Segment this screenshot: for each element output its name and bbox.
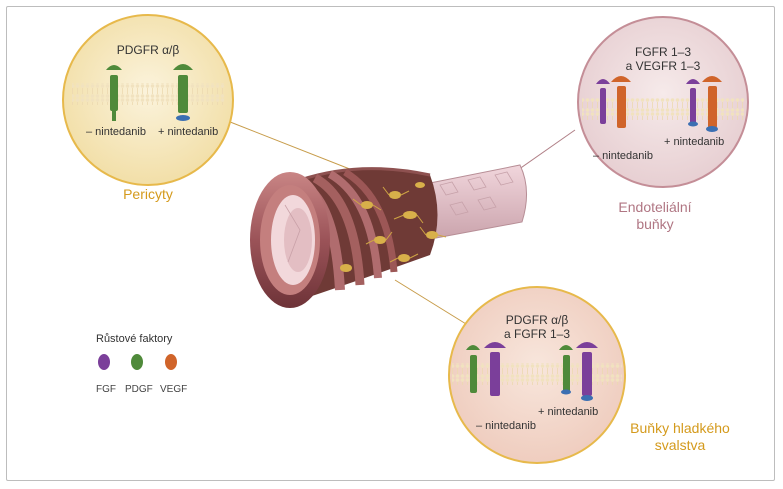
endothelial-receptor-line2: a VEGFR 1–3 — [625, 59, 701, 73]
pericytes-minus-label: – nintedanib — [86, 126, 146, 138]
smooth-caption-line1: Buňky hladkého — [630, 420, 730, 436]
pericytes-panel — [62, 14, 234, 186]
smooth-minus-label: – nintedanib — [476, 420, 536, 432]
smooth-receptor-line2: a FGFR 1–3 — [503, 327, 571, 341]
connector-pericytes — [219, 117, 366, 176]
endothelial-caption-line1: Endoteliální — [618, 199, 692, 215]
legend-label-fgf: FGF — [96, 384, 116, 395]
smooth-muscle-panel — [448, 286, 626, 464]
pericytes-caption: Pericyty — [123, 186, 173, 202]
smooth-receptor-line1: PDGFR α/β — [505, 313, 569, 327]
legend-label-vegf: VEGF — [160, 384, 188, 395]
endothelial-panel — [577, 16, 749, 188]
legend-label-pdgf: PDGF — [125, 384, 153, 395]
legend-swatch-pdgf — [131, 354, 143, 370]
legend-title: Růstové faktory — [96, 333, 173, 345]
blood-vessel — [250, 164, 527, 308]
endothelial-minus-label: – nintedanib — [593, 150, 653, 162]
pericytes-plus-label: + nintedanib — [158, 126, 219, 138]
smooth-caption-line2: svalstva — [654, 437, 706, 453]
legend-swatches — [98, 354, 177, 370]
smooth-plus-label: + nintedanib — [538, 406, 599, 418]
diagram-frame — [6, 6, 775, 481]
endothelial-plus-label: + nintedanib — [664, 136, 725, 148]
endothelial-receptor-line1: FGFR 1–3 — [634, 45, 691, 59]
legend-swatch-vegf — [165, 354, 177, 370]
legend-swatch-fgf — [98, 354, 110, 370]
endothelial-caption-line2: buňky — [636, 216, 674, 232]
pericytes-receptor-label: PDGFR α/β — [116, 43, 180, 57]
